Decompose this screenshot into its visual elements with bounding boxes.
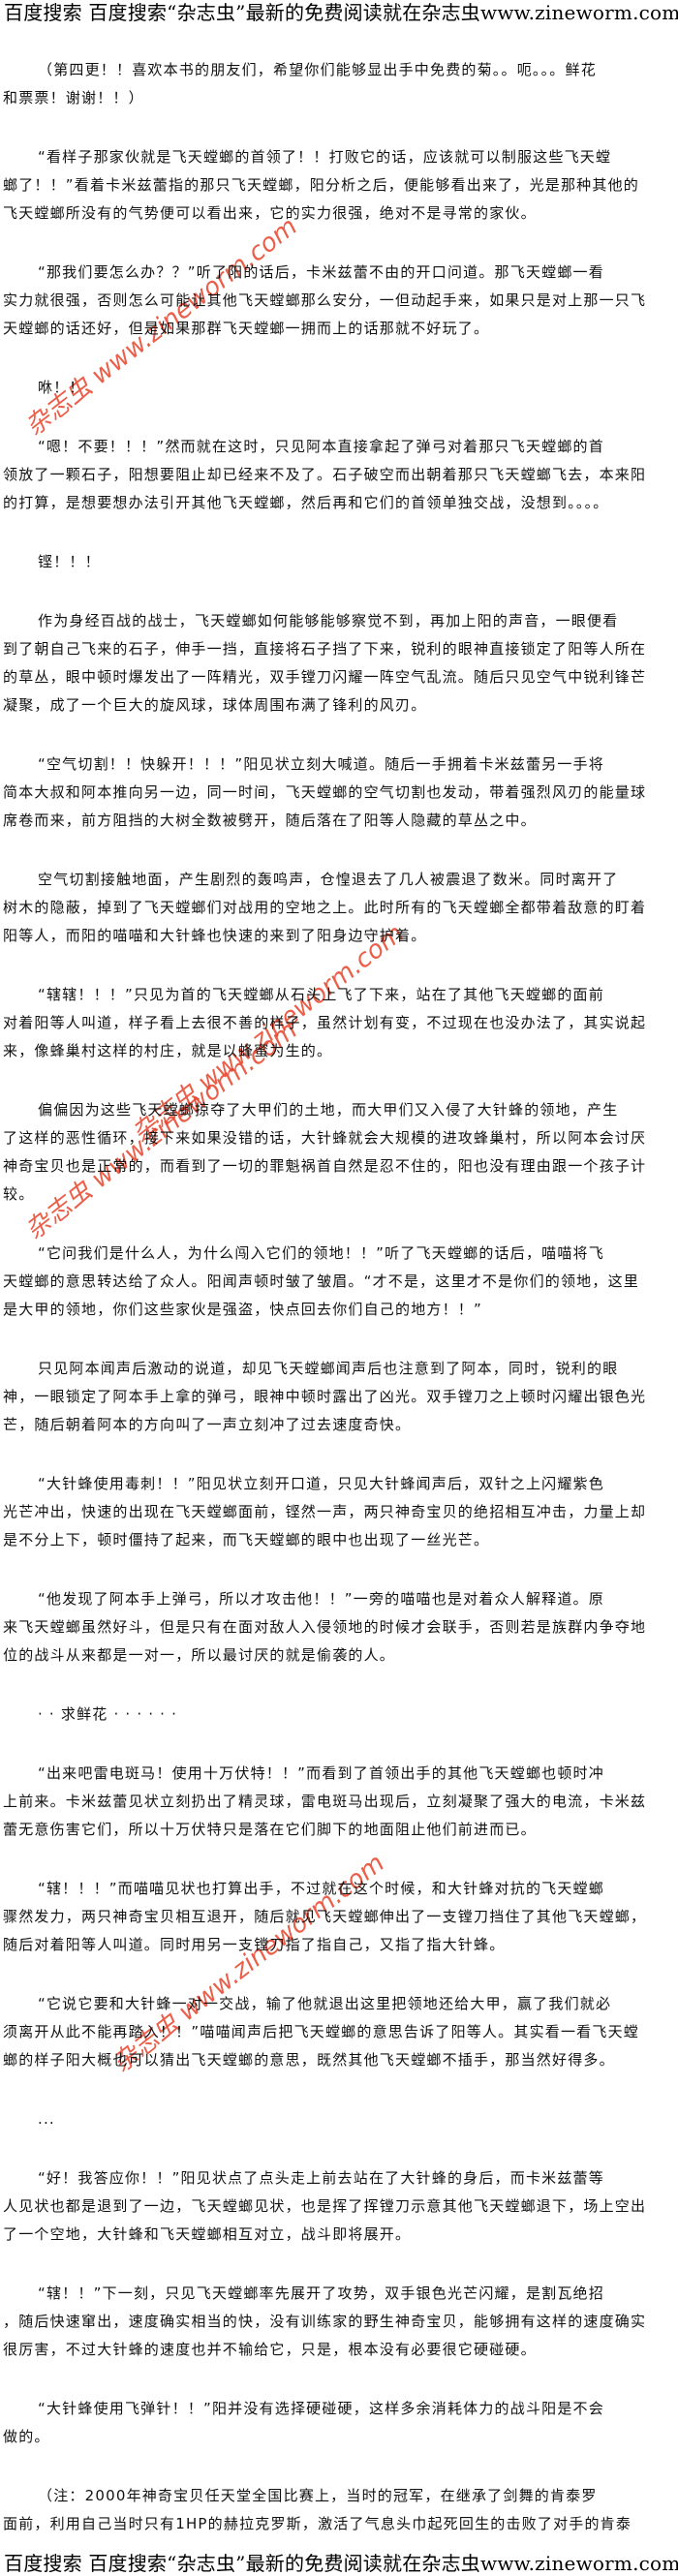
paragraph-line: 树木的隐蔽，掉到了飞天螳螂们对战用的空地之上。此时所有的飞天螳螂全都带着敌意的盯… xyxy=(3,899,647,916)
top-banner[interactable]: 百度搜索 百度搜索“杂志虫”最新的免费阅读就在杂志虫www.zineworm.c… xyxy=(4,1,678,24)
paragraph: “嗯！不要！！！”然而就在这时，只见阿本直接拿起了弹弓对着那只飞天螳螂的首领放了… xyxy=(3,433,675,517)
paragraph: “辖！！”下一刻，只见飞天螳螂率先展开了攻势，双手银色光芒闪耀，是割瓦绝招 ，随后… xyxy=(3,2280,675,2364)
paragraph-line: 和票票！谢谢！！） xyxy=(3,89,144,107)
paragraph-line: 人见状也都是退到了一边，飞天螳螂见状，也是挥了挥镗刀示意其他飞天螳螂退下，场上空… xyxy=(3,2197,647,2215)
paragraph: “大针蜂使用毒刺！！”阳见状立刻开口道，只见大针蜂闻声后，双针之上闪耀紫色光芒冲… xyxy=(3,1470,675,1554)
paragraph-line: “它问我们是什么人，为什么闯入它们的领地！！”听了飞天螳螂的话后，喵喵将飞 xyxy=(38,1244,604,1262)
paragraph-line: 阳等人，而阳的喵喵和大针蜂也快速的来到了阳身边守护着。 xyxy=(3,927,427,944)
paragraph-line: 神，一眼锁定了阿本手上拿的弹弓，眼神中顿时露出了凶光。双手镗刀之上顿时闪耀出银色… xyxy=(3,1388,647,1405)
paragraph-line: 面前，利用自己当时只有1HP的赫拉克罗斯，激活了气息头巾起死回生的击败了对手的肯… xyxy=(3,2515,632,2532)
article-body: （第四更！！喜欢本书的朋友们，希望你们能够显出手中免费的菊。。呃。。。鲜花和票票… xyxy=(3,56,675,2569)
paragraph-line: （第四更！！喜欢本书的朋友们，希望你们能够显出手中免费的菊。。呃。。。鲜花 xyxy=(38,61,597,78)
paragraph-line: 来，像蜂巢村这样的村庄，就是以蜂蜜为生的。 xyxy=(3,1042,333,1059)
paragraph-line: “空气切割！！快躲开！！！”阳见状立刻大喊道。随后一手拥着卡米兹蕾另一手将 xyxy=(38,755,604,773)
paragraph-line: 席卷而来，前方阻挡的大树全数被劈开，随后落在了阳等人隐藏的草丛之中。 xyxy=(3,812,537,829)
paragraph-line: “大针蜂使用飞弹针！！”阳并没有选择硬碰硬，这样多余消耗体力的战斗阳是不会 xyxy=(38,2400,604,2417)
paragraph-line: 螂的样子阳大概也可以猜出飞天螳螂的意思，既然其他飞天螳螂不插手，那当然好得多。 xyxy=(3,2051,615,2069)
paragraph-line: 螂了！！”看着卡米兹蕾指的那只飞天螳螂，阳分析之后，便能够看出来了，光是那种其他… xyxy=(3,176,639,194)
paragraph-line: 到了朝自己飞来的石子，伸手一挡，直接将石子挡了下来，锐利的眼神直接锁定了阳等人所… xyxy=(3,640,647,658)
paragraph: “出来吧雷电斑马！使用十万伏特！！”而看到了首领出手的其他飞天螳螂也顿时冲上前来… xyxy=(3,1760,675,1844)
paragraph: “辖！！！”而喵喵见状也打算出手，不过就在这个时候，和大针蜂对抗的飞天螳螂骤然发… xyxy=(3,1875,675,1959)
paragraph: “好！我答应你！！”阳见状点了点头走上前去站在了大针蜂的身后，而卡米兹蕾等人见状… xyxy=(3,2164,675,2249)
paragraph-line: 天螳螂的意思转达给了众人。阳闻声顿时皱了皱眉。“才不是，这里才不是你们的领地，这… xyxy=(3,1273,639,1290)
paragraph-line: 是大甲的领地，你们这些家伙是强盗，快点回去你们自己的地方！！” xyxy=(3,1301,482,1318)
paragraph-line: 芒，随后朝着阿本的方向叫了一声立刻冲了过去速度奇快。 xyxy=(3,1416,412,1433)
paragraph-line: “辖！！”下一刻，只见飞天螳螂率先展开了攻势，双手银色光芒闪耀，是割瓦绝招 xyxy=(38,2285,604,2302)
paragraph-line: “出来吧雷电斑马！使用十万伏特！！”而看到了首领出手的其他飞天螳螂也顿时冲 xyxy=(38,1764,604,1782)
paragraph-line: 的草丛，眼中顿时爆发出了一阵精光，双手镗刀闪耀一阵空气乱流。随后只见空气中锐利锋… xyxy=(3,668,647,686)
paragraph-line: 铿！！！ xyxy=(38,553,101,570)
paragraph-line: 做的。 xyxy=(3,2428,50,2445)
paragraph-line: · · 求鲜花 · · · · · · xyxy=(38,1705,178,1723)
paragraph-line: 了一个空地，大针蜂和飞天螳螂相互对立，战斗即将展开。 xyxy=(3,2225,412,2243)
paragraph-line: “大针蜂使用毒刺！！”阳见状立刻开口道，只见大针蜂闻声后，双针之上闪耀紫色 xyxy=(38,1475,604,1492)
paragraph-line: 蕾无意伤害它们，所以十万伏特只是落在它们脚下的地面阻止他们前进而已。 xyxy=(3,1821,537,1838)
paragraph-line: “好！我答应你！！”阳见状点了点头走上前去站在了大针蜂的身后，而卡米兹蕾等 xyxy=(38,2169,604,2187)
paragraph: 作为身经百战的战士，飞天螳螂如何能够能够察觉不到，再加上阳的声音，一眼便看到了朝… xyxy=(3,607,675,720)
paragraph: “它说它要和大针蜂一对一交战，输了他就退出这里把领地还给大甲，赢了我们就必须离开… xyxy=(3,1990,675,2074)
paragraph-line: 领放了一颗石子，阳想要阻止却已经来不及了。石子破空而出朝着那只飞天螳螂飞去，本来… xyxy=(3,466,647,483)
paragraph: “大针蜂使用飞弹针！！”阳并没有选择硬碰硬，这样多余消耗体力的战斗阳是不会做的。 xyxy=(3,2395,675,2451)
paragraph-line: 随后对着阳等人叫道。同时用另一支镗刀指了指自己，又指了指大针蜂。 xyxy=(3,1936,506,1953)
paragraph-line: 凝聚，成了一个巨大的旋风球，球体周围布满了锋利的风刃。 xyxy=(3,696,427,714)
paragraph-line: “嗯！不要！！！”然而就在这时，只见阿本直接拿起了弹弓对着那只飞天螳螂的首 xyxy=(38,438,604,455)
paragraph-line: （注：2000年神奇宝贝任天堂全国比赛上，当时的冠军，在继承了剑舞的肯泰罗 xyxy=(38,2487,598,2504)
paragraph-line: 了这样的恶性循环，接下来如果没错的话，大针蜂就会大规模的进攻蜂巢村，所以阿本会讨… xyxy=(3,1129,647,1147)
paragraph-line: 飞天螳螂所没有的气势便可以看出来，它的实力很强，绝对不是寻常的家伙。 xyxy=(3,204,537,222)
paragraph-line: “那我们要怎么办？？”听了阳的话后，卡米兹蕾不由的开口问道。那飞天螳螂一看 xyxy=(38,263,604,281)
paragraph-line: 骤然发力，两只神奇宝贝相互退开，随后就见飞天螳螂伸出了一支镗刀挡住了其他飞天螳螂… xyxy=(3,1908,647,1925)
paragraph-line: 较。 xyxy=(3,1185,35,1203)
paragraph: “空气切割！！快躲开！！！”阳见状立刻大喊道。随后一手拥着卡米兹蕾另一手将简本大… xyxy=(3,751,675,835)
paragraph-line: “辖！！！”而喵喵见状也打算出手，不过就在这个时候，和大针蜂对抗的飞天螳螂 xyxy=(38,1880,604,1897)
paragraph-line: 很厉害，不过大针蜂的速度也并不输给它，只是，根本没有必要很它硬碰硬。 xyxy=(3,2341,537,2358)
paragraph-line: 须离开从此不能再踏入！！”喵喵闻声后把飞天螳螂的意思告诉了阳等人。其实看一看飞天… xyxy=(3,2023,639,2040)
paragraph: “辖辖！！！”只见为首的飞天螳螂从石头上飞了下来，站在了其他飞天螳螂的面前对着阳… xyxy=(3,981,675,1065)
paragraph-line: 的打算，是想要想办法引开其他飞天螳螂，然后再和它们的首领单独交战，没想到。。。。 xyxy=(3,494,609,511)
paragraph-line: “他发现了阿本手上弹弓，所以才攻击他！！”一旁的喵喵也是对着众人解释道。原 xyxy=(38,1590,604,1608)
paragraph-line: 位的战斗从来都是一对一，所以最讨厌的就是偷袭的人。 xyxy=(3,1646,396,1664)
paragraph-line: “看样子那家伙就是飞天螳螂的首领了！！打败它的话，应该就可以制服这些飞天螳 xyxy=(38,148,612,166)
paragraph: ... xyxy=(3,2105,675,2133)
paragraph-line: 是不分上下，顿时僵持了起来，而飞天螳螂的眼中也出现了一丝光芒。 xyxy=(3,1531,490,1549)
paragraph-line: 偏偏因为这些飞天螳螂掠夺了大甲们的土地，而大甲们又入侵了大针蜂的领地，产生 xyxy=(38,1101,619,1119)
paragraph: 只见阿本闻声后激动的说道，却见飞天螳螂闻声后也注意到了阿本，同时，锐利的眼神，一… xyxy=(3,1355,675,1439)
paragraph: “他发现了阿本手上弹弓，所以才攻击他！！”一旁的喵喵也是对着众人解释道。原来飞天… xyxy=(3,1585,675,1670)
paragraph: 偏偏因为这些飞天螳螂掠夺了大甲们的土地，而大甲们又入侵了大针蜂的领地，产生了这样… xyxy=(3,1096,675,1209)
paragraph-line: 实力就很强，否则怎么可能让其他飞天螳螂那么安分，一但动起手来，如果只是对上那一只… xyxy=(3,291,647,309)
paragraph-line: 光芒冲出，快速的出现在飞天螳螂面前，铿然一声，两只神奇宝贝的绝招相互冲击，力量上… xyxy=(3,1503,647,1520)
paragraph: “那我们要怎么办？？”听了阳的话后，卡米兹蕾不由的开口问道。那飞天螳螂一看实力就… xyxy=(3,259,675,343)
paragraph: · · 求鲜花 · · · · · · xyxy=(3,1701,675,1729)
paragraph-line: 来飞天螳螂虽然好斗，但是只有在面对敌人入侵领地的时候才会联手，否则若是族群内争夺… xyxy=(3,1618,647,1636)
paragraph-line: 上前来。卡米兹蕾见状立刻扔出了精灵球，雷电斑马出现后，立刻凝聚了强大的电流，卡米… xyxy=(3,1793,647,1810)
paragraph: （第四更！！喜欢本书的朋友们，希望你们能够显出手中免费的菊。。呃。。。鲜花和票票… xyxy=(3,56,675,112)
paragraph: （注：2000年神奇宝贝任天堂全国比赛上，当时的冠军，在继承了剑舞的肯泰罗面前，… xyxy=(3,2482,675,2538)
paragraph: 空气切割接触地面，产生剧烈的轰鸣声，仓惶退去了几人被震退了数米。同时离开了树木的… xyxy=(3,866,675,950)
paragraph-line: 咻！！ xyxy=(38,379,85,396)
paragraph-line: 神奇宝贝也是正常的，而看到了一切的罪魁祸首自然是忍不住的，阳也没有理由跟一个孩子… xyxy=(3,1157,647,1175)
paragraph-line: 只见阿本闻声后激动的说道，却见飞天螳螂闻声后也注意到了阿本，同时，锐利的眼 xyxy=(38,1360,619,1377)
paragraph-line: 简本大叔和阿本推向另一边，同一时间，飞天螳螂的空气切割也发动，带着强烈风刃的能量… xyxy=(3,783,647,801)
paragraph: 咻！！ xyxy=(3,374,675,402)
paragraph-line: 空气切割接触地面，产生剧烈的轰鸣声，仓惶退去了几人被震退了数米。同时离开了 xyxy=(38,871,619,888)
paragraph-line: “它说它要和大针蜂一对一交战，输了他就退出这里把领地还给大甲，赢了我们就必 xyxy=(38,1995,612,2012)
bottom-banner[interactable]: 百度搜索 百度搜索“杂志虫”最新的免费阅读就在杂志虫www.zineworm.c… xyxy=(4,2552,678,2575)
paragraph-line: 对着阳等人叫道，样子看上去很不善的样子，虽然计划有变，不过现在也没办法了，其实说… xyxy=(3,1014,647,1031)
paragraph-line: “辖辖！！！”只见为首的飞天螳螂从石头上飞了下来，站在了其他飞天螳螂的面前 xyxy=(38,986,604,1003)
paragraph-line: 天螳螂的话还好，但是如果那群飞天螳螂一拥而上的话那就不好玩了。 xyxy=(3,320,490,337)
paragraph: 铿！！！ xyxy=(3,548,675,576)
paragraph: “它问我们是什么人，为什么闯入它们的领地！！”听了飞天螳螂的话后，喵喵将飞天螳螂… xyxy=(3,1240,675,1324)
paragraph: “看样子那家伙就是飞天螳螂的首领了！！打败它的话，应该就可以制服这些飞天螳螂了！… xyxy=(3,143,675,228)
paragraph-line: ... xyxy=(38,2110,55,2128)
paragraph-line: 作为身经百战的战士，飞天螳螂如何能够能够察觉不到，再加上阳的声音，一眼便看 xyxy=(38,612,619,629)
paragraph-line: ，随后快速窜出，速度确实相当的快，没有训练家的野生神奇宝贝，能够拥有这样的速度确… xyxy=(3,2313,647,2330)
